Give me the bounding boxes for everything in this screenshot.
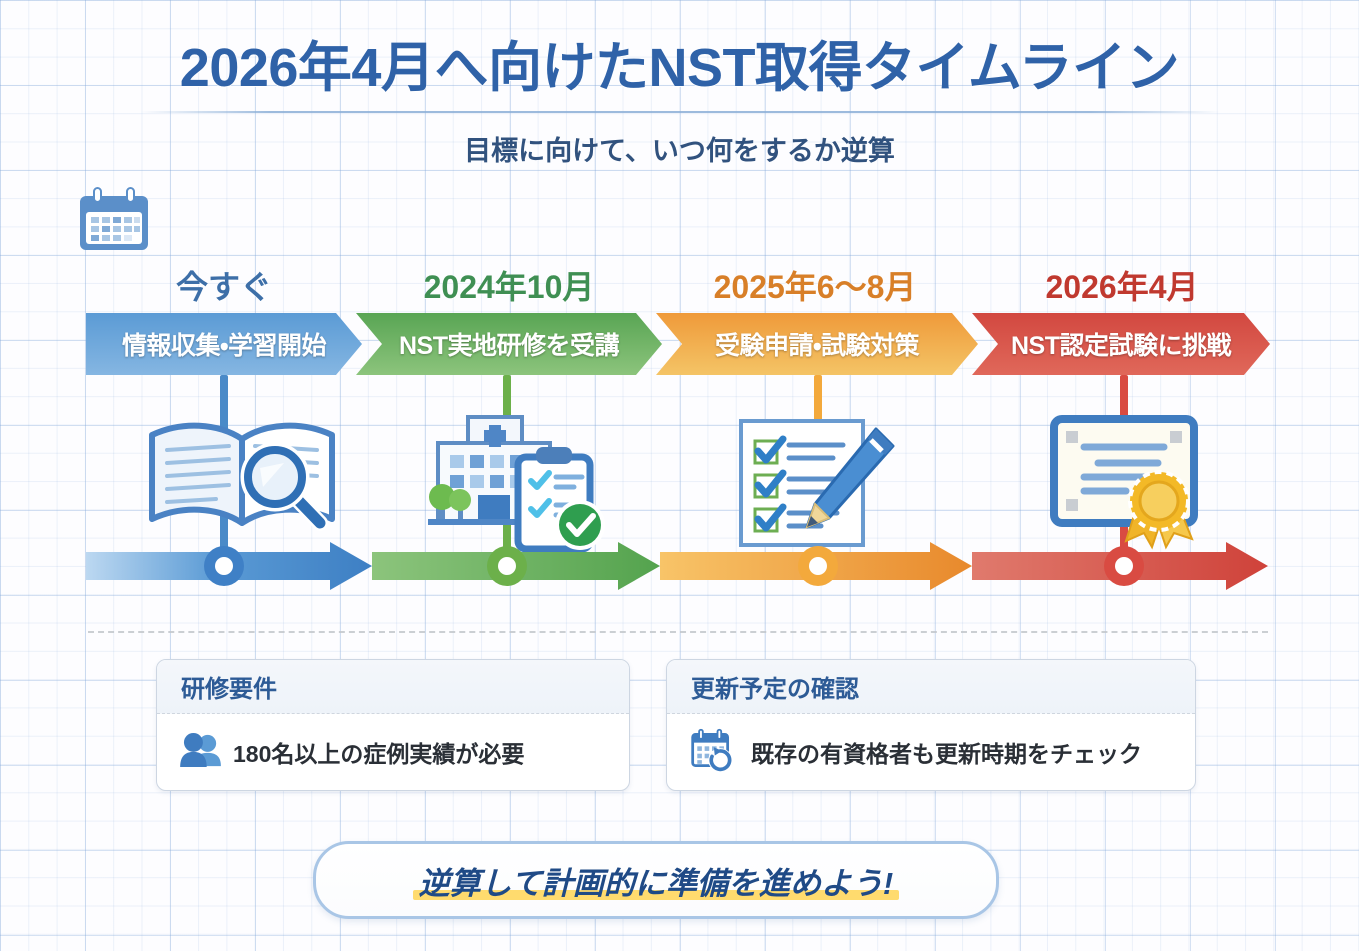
cta-banner[interactable]: 逆算して計画的に準備を進めよう! [313,841,999,919]
cta-highlight [412,889,900,900]
info-card-renewal-check: 更新予定の確認 既存の有資格者も更新時期をチェック [666,659,1196,791]
calendar-refresh-icon [689,727,735,778]
info-card-header: 研修要件 [157,660,629,714]
info-card-title: 更新予定の確認 [691,676,859,703]
header: 2026年4月へ向けたNST取得タイムライン 目標に向けて、いつ何をするか逆算 [0,40,1359,168]
info-card-header: 更新予定の確認 [667,660,1195,714]
info-card-text: 180名以上の症例実績が必要 [233,741,525,767]
info-card-body: 180名以上の症例実績が必要 [157,714,629,790]
title-divider [139,110,1220,113]
page-title: 2026年4月へ向けたNST取得タイムライン [179,38,1180,98]
section-divider [88,631,1268,633]
info-card-body: 既存の有資格者も更新時期をチェック [667,714,1195,790]
info-card-title: 研修要件 [181,676,277,703]
cta-text-wrap: 逆算して計画的に準備を進めよう! [412,858,900,903]
calendar-icon [72,186,156,258]
info-card-training-requirements: 研修要件 180名以上の症例実績が必要 [156,659,630,791]
cta-text: 逆算して計画的に準備を進めよう! [418,865,894,901]
page-subtitle: 目標に向けて、いつ何をするか逆算 [464,135,895,166]
info-card-text: 既存の有資格者も更新時期をチェック [751,741,1142,767]
users-icon [179,732,223,773]
